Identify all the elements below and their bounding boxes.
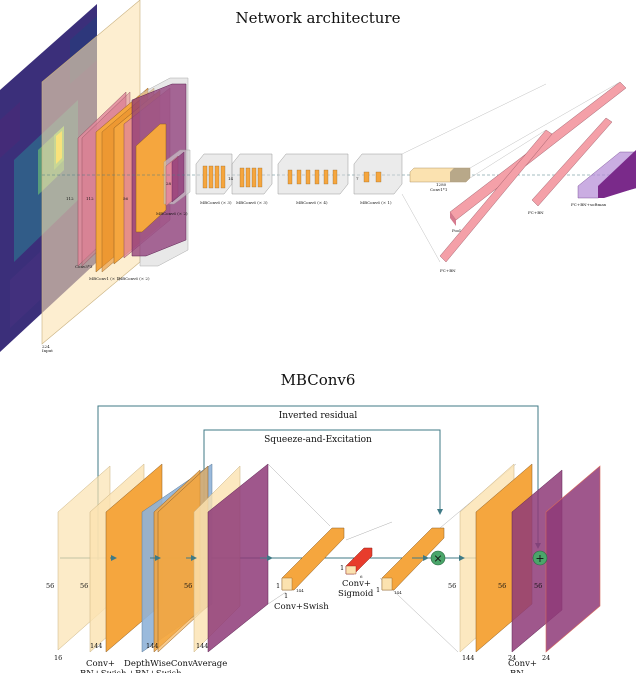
title-mbconv6: MBConv6 [280,371,356,389]
mb-dim-144-a: 144 [90,642,102,650]
add-symbol: + [535,552,544,565]
depthwise-label-2: +BN+Swish [128,669,182,673]
mb-dim-56-f: 56 [534,582,542,590]
input-label: Input [42,348,53,353]
mbconv6-d-cube [231,153,273,195]
mb-dim-144-d: 144 [296,588,304,593]
mb-dim-56-b: 56 [80,582,88,590]
conv-bn-label: Conv+ [508,659,537,669]
squeeze-excitation-label: Squeeze-and-Excitation [264,435,372,445]
mb-dim-1-d: 1 [376,586,380,594]
mbconv6-d-label: MBConv6 (× 3) [236,200,268,205]
multiply-symbol: × [433,552,442,565]
projection-lines [401,81,621,263]
dim-56: 56 [123,196,129,201]
mb-dim-56-e: 56 [498,582,506,590]
title-network-architecture: Network architecture [235,9,401,27]
add-icon [532,550,548,566]
mbconv6-b-label: MBConv6 (× 2) [156,211,188,216]
mb-dim-1-c: 1 [340,564,344,572]
mb-dim-24-b: 24 [542,654,550,662]
conv1x1-block [409,167,471,183]
dim-112a: 112 [66,196,74,201]
mb-dim-56-a: 56 [46,582,54,590]
conv3x3-label: Conv3*3 [75,264,93,269]
expand-block [381,527,445,591]
fc-bn-label-1: FC+BN [440,268,456,273]
fc-softmax-label: FC+BN+softmax [571,202,607,207]
multiply-icon [430,550,446,566]
mbconv6-b-block [163,149,191,207]
mb-dim-144-f: 144 [462,654,474,662]
mbconv6-c-cube [195,153,233,195]
conv-sigmoid-label: Conv+ [342,579,371,589]
mb-dim-144-e: 144 [394,590,402,595]
mb-dim-24-a: 24 [508,654,516,662]
fc-bn-bar-1 [439,129,553,263]
mb-dim-16: 16 [54,654,62,662]
dim-1280: 1280 [436,182,447,187]
mb-dim-1-a: 1 [276,582,280,590]
mb-dim-56-c: 56 [184,582,192,590]
conv-sigmoid-label-2: Sigmoid [338,589,374,599]
mbconv1-label: MBConv1 (× 1) [89,276,121,281]
mbconv6-f-cube [353,153,403,195]
mbconv6-a-label: MBConv6 (× 2) [118,276,150,281]
mb-dim-56-d: 56 [448,582,456,590]
mbconv-orange-small [135,123,167,233]
conv-bn-swish-label-2: BN+Swish [80,669,127,673]
mbconv6-c-label: MBConv6 (× 3) [200,200,232,205]
inverted-residual-label: Inverted residual [279,411,358,421]
fc-bn-bar-2 [531,117,613,207]
conv-swish-label: Conv+Swish [274,602,329,612]
pool-label: Pool [452,228,461,233]
mb-dim-1-b: 1 [284,592,288,600]
conv1x1-label: Conv1*1 [430,187,447,192]
input-dim-label: 224 [42,344,50,349]
dim-7: 7 [356,176,359,181]
mb-dim-144-b: 144 [146,642,158,650]
fc-bn-label-2: FC+BN [528,210,544,215]
dim-14: 14 [228,176,234,181]
mb-dim-6: 6 [360,574,363,579]
conv-sigmoid-block [345,547,373,575]
conv-bn-swish-label: Conv+ [86,659,115,669]
dim-112b: 112 [86,196,94,201]
depthwise-label: DepthWiseConv [124,659,193,669]
dim-28: 28 [166,181,172,186]
conv-bn-label-2: BN [510,669,524,673]
fc-softmax-bar [577,150,636,199]
average-block [193,463,269,653]
mbconv6-e-label: MBConv6 (× 4) [296,200,328,205]
average-label: Average [191,659,227,669]
mbconv6-e-cube [277,153,349,195]
mbconv6-f-label: MBConv6 (× 1) [360,200,392,205]
conv-swish-block [281,527,345,591]
mb-dim-144-c: 144 [196,642,208,650]
